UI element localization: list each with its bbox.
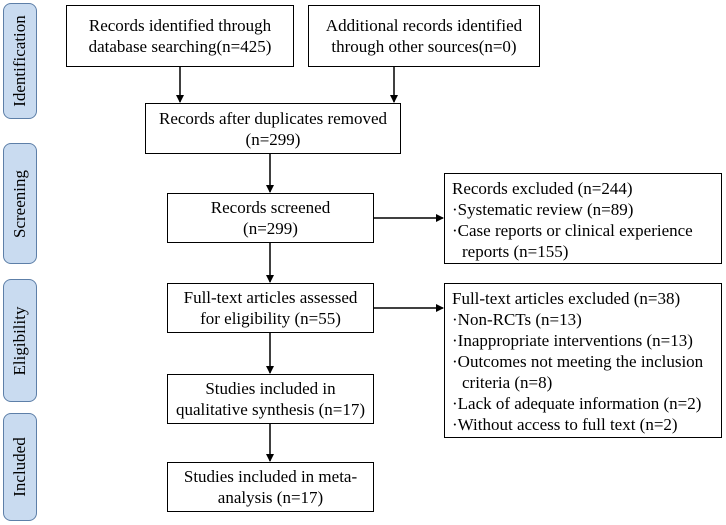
stage-identification: Identification (3, 3, 37, 119)
records-excluded-item: ·Systematic review (n=89) (452, 200, 634, 219)
box-records-screened: Records screened (n=299) (167, 193, 374, 243)
box-meta-analysis-line-2: analysis (n=17) (217, 488, 324, 507)
box-after-duplicates: Records after duplicates removed (n=299) (145, 103, 401, 154)
box-database-searching-line-2: database searching(n=425) (88, 37, 272, 56)
box-qualitative-synthesis-line-2: qualitative synthesis (n=17) (175, 400, 365, 419)
box-after-duplicates-line-1: Records after duplicates removed (159, 108, 387, 128)
box-other-sources-line-1: Additional records identified (325, 16, 523, 35)
box-meta-analysis-line-1: Studies included in meta- (183, 467, 358, 486)
box-qualitative-synthesis: Studies included in qualitative synthesi… (167, 374, 374, 424)
box-other-sources-line-2: through other sources(n=0) (331, 37, 517, 56)
box-records-excluded: Records excluded (n=244) ·Systematic rev… (444, 173, 722, 264)
box-database-searching: Records identified through database sear… (66, 5, 294, 67)
box-full-text-assessed: Full-text articles assessed for eligibil… (167, 283, 374, 333)
box-qualitative-synthesis-line-1: Studies included in (205, 379, 336, 398)
box-full-text-excluded: Full-text articles excluded (n=38) ·Non-… (444, 283, 722, 438)
box-records-screened-line-1: Records screened (210, 198, 331, 217)
full-text-excluded-item: ·Inappropriate interventions (n=13) (452, 331, 693, 350)
full-text-excluded-item: ·Non-RCTs (n=13) (452, 310, 582, 329)
records-excluded-item: reports (n=155) (462, 242, 569, 261)
full-text-excluded-title: Full-text articles excluded (n=38) (452, 289, 681, 308)
box-meta-analysis: Studies included in meta- analysis (n=17… (167, 462, 374, 512)
stage-eligibility: Eligibility (3, 279, 37, 402)
box-records-screened-line-2: (n=299) (243, 219, 298, 238)
box-full-text-assessed-line-1: Full-text articles assessed (183, 288, 358, 307)
records-excluded-title: Records excluded (n=244) (452, 179, 633, 198)
box-after-duplicates-line-2: (n=299) (245, 129, 301, 149)
box-database-searching-line-1: Records identified through (88, 16, 272, 35)
stage-screening: Screening (3, 143, 37, 264)
full-text-excluded-item: criteria (n=8) (462, 373, 553, 392)
box-full-text-assessed-line-2: for eligibility (n=55) (200, 309, 341, 328)
box-other-sources: Additional records identified through ot… (308, 5, 540, 67)
full-text-excluded-item: ·Outcomes not meeting the inclusion (452, 352, 704, 371)
full-text-excluded-item: ·Lack of adequate information (n=2) (452, 394, 702, 413)
full-text-excluded-item: ·Without access to full text (n=2) (452, 415, 678, 434)
records-excluded-item: ·Case reports or clinical experience (452, 221, 693, 240)
stage-included: Included (3, 413, 37, 521)
